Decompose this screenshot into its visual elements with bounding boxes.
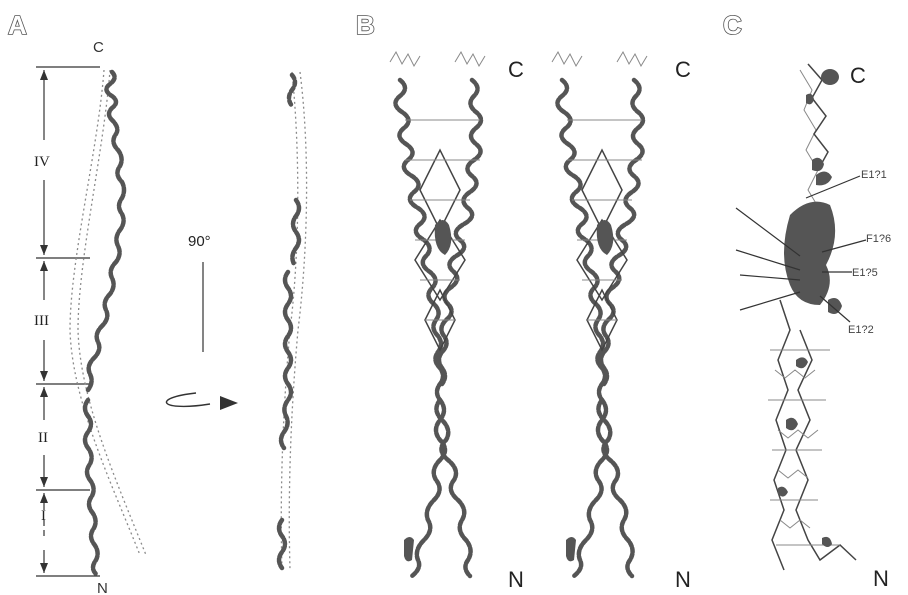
- density-map: [768, 64, 856, 570]
- panel-c-n-terminus: N: [873, 566, 889, 591]
- residue-label-3: E1?5: [852, 267, 878, 279]
- panel-c-c-terminus: C: [850, 63, 866, 88]
- panel-a-n-terminus: N: [97, 580, 108, 595]
- panel-c: C C N: [723, 10, 891, 591]
- rotation-indicator: 90°: [166, 233, 238, 410]
- segment-iii-label: III: [34, 313, 49, 329]
- segment-i-label: I: [41, 508, 46, 524]
- residue-label-1: E1?1: [861, 169, 887, 181]
- panel-a: A C N IV I: [8, 10, 307, 595]
- rotation-angle-label: 90°: [188, 233, 211, 250]
- panel-a-letter: A: [8, 10, 27, 40]
- panel-b-left-n-terminus: N: [508, 567, 524, 592]
- panel-b-letter: B: [356, 10, 375, 40]
- residue-label-2: F1?6: [866, 233, 891, 245]
- panel-a-helix-front: [70, 70, 146, 574]
- residue-label-4: E1?2: [848, 324, 874, 336]
- segment-ii-label: II: [38, 430, 48, 446]
- panel-b-left-c-terminus: C: [508, 57, 524, 82]
- coiled-coil-right-view: [552, 52, 647, 576]
- segment-iv-label: IV: [34, 154, 50, 170]
- panel-a-helix-rotated: [279, 72, 307, 570]
- panel-b-right-c-terminus: C: [675, 57, 691, 82]
- panel-b-right-n-terminus: N: [675, 567, 691, 592]
- panel-a-c-terminus: C: [93, 39, 104, 56]
- panel-b: B C C N N: [356, 10, 691, 592]
- panel-c-letter: C: [723, 10, 742, 40]
- coiled-coil-left-view: [390, 52, 485, 576]
